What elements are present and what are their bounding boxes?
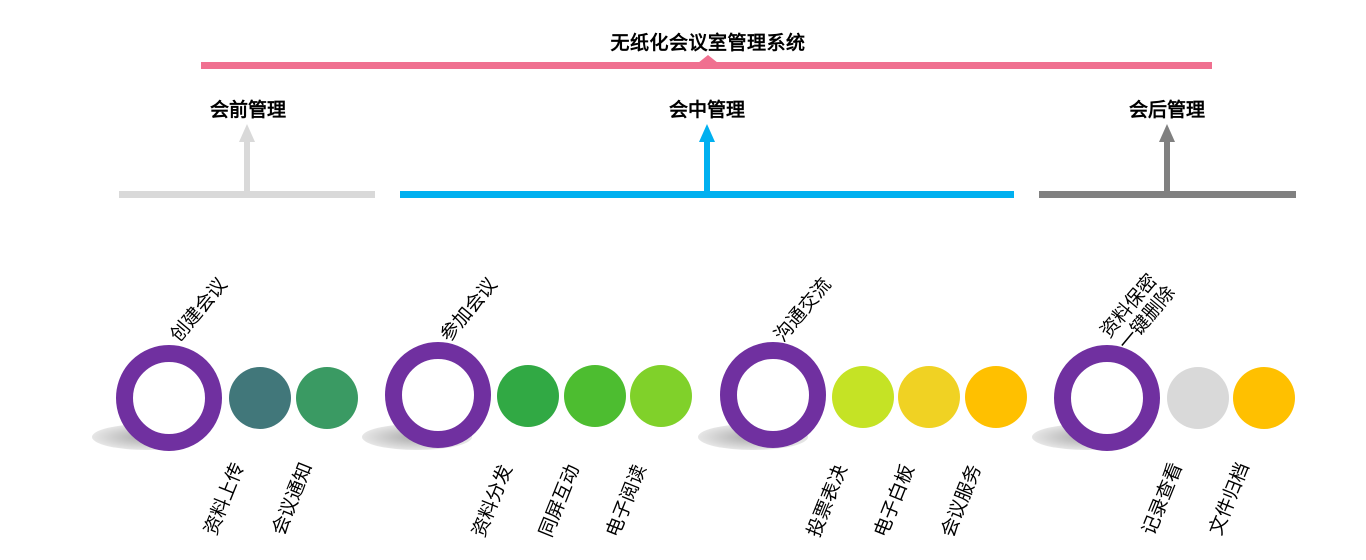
phase-label-in: 会中管理 [668,99,745,121]
phase-label-post: 会后管理 [1128,99,1205,121]
item-dot-whiteboard [898,366,960,428]
item-label-meeting-service: 会议服务 [937,461,986,541]
phase-bar-post [1039,191,1296,198]
item-dot-e-reading [630,365,692,427]
item-dot-voting [832,366,894,428]
system-title: 无纸化会议室管理系统 [610,32,806,54]
arrow-shaft-in [704,141,710,193]
arrow-shaft-post [1164,141,1170,193]
group-ring-communication [720,342,826,448]
group-ring-join-meeting [385,342,491,448]
title-bar-notch [698,55,718,63]
title-bar [201,62,1212,69]
item-label-upload-docs: 资料上传 [200,459,249,539]
item-label-record-view: 记录查看 [1138,459,1187,539]
phase-label-pre: 会前管理 [209,99,286,121]
item-label-doc-distribution: 资料分发 [468,461,517,541]
item-label-voting: 投票表决 [803,461,852,541]
group-label-join-meeting: 参加会议 [436,273,502,347]
group-label-communication: 沟通交流 [770,273,836,347]
item-label-meeting-notice: 会议通知 [268,459,317,539]
phase-bar-in [400,191,1014,198]
item-dot-upload-docs [229,367,291,429]
group-label-create-meeting: 创建会议 [166,273,232,347]
item-dot-screen-sharing [564,365,626,427]
item-dot-file-archive [1233,367,1295,429]
group-ring-doc-security [1054,345,1160,451]
item-label-screen-sharing: 同屏互动 [535,461,584,541]
phase-bar-pre [119,191,375,198]
item-dot-meeting-service [965,366,1027,428]
arrow-up-icon [1159,124,1175,142]
item-label-file-archive: 文件归档 [1205,459,1254,539]
item-label-e-reading: 电子阅读 [602,461,651,541]
item-dot-meeting-notice [296,367,358,429]
item-dot-record-view [1167,367,1229,429]
arrow-up-icon [699,124,715,142]
item-label-whiteboard: 电子白板 [870,461,919,541]
item-dot-doc-distribution [497,365,559,427]
arrow-up-icon [239,124,255,142]
arrow-shaft-pre [244,141,250,193]
group-ring-create-meeting [116,345,222,451]
